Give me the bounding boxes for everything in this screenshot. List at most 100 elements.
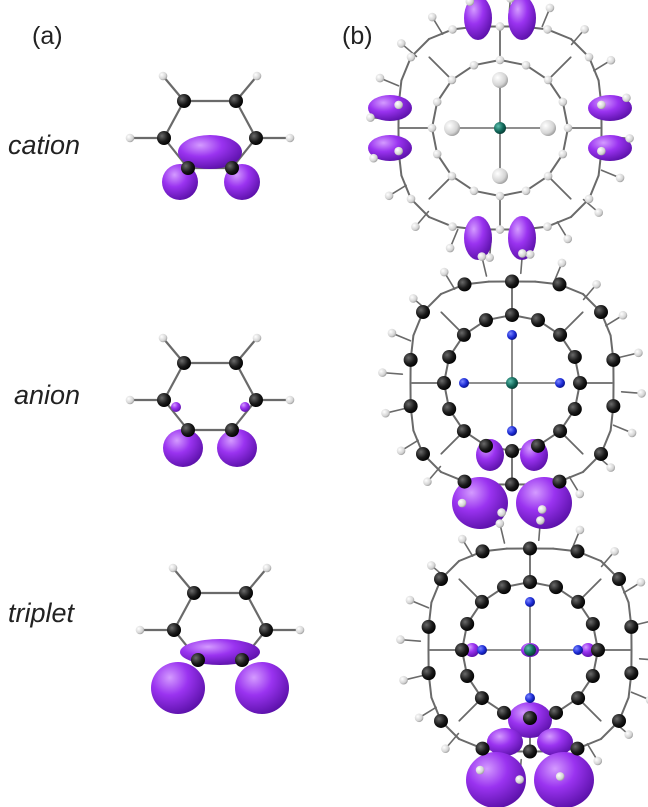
- carbon-atom: [594, 446, 609, 461]
- carbon-atom: [259, 623, 273, 637]
- hydrogen-atom: [432, 97, 442, 107]
- carbon-atom: [531, 313, 546, 328]
- carbon-atom: [585, 669, 600, 684]
- hydrogen-atom: [448, 222, 457, 231]
- row-label-anion: anion: [14, 380, 81, 410]
- isosurface-lobe: [171, 402, 181, 412]
- bond: [234, 361, 258, 402]
- carbon-atom: [225, 161, 239, 175]
- carbon-atom: [505, 444, 519, 458]
- carbon-atom: [403, 352, 418, 367]
- carbon-atom: [567, 402, 582, 417]
- carbon-atom: [457, 474, 472, 489]
- nitrogen-atom: [525, 693, 535, 703]
- hydrogen-atom: [557, 258, 567, 268]
- hydrogen-atom: [394, 100, 403, 110]
- hydrogen-atom: [492, 168, 508, 184]
- isosurface-lobe: [465, 643, 479, 657]
- hydrogen-atom: [497, 508, 506, 517]
- hydrogen-atom: [610, 546, 619, 556]
- hydrogen-atom: [592, 279, 601, 289]
- hydrogen-atom: [625, 134, 634, 143]
- carbon-atom: [570, 544, 585, 559]
- isosurface-lobe: [508, 216, 536, 260]
- hydrogen-atom: [366, 113, 375, 122]
- hydrogen-atom: [636, 577, 646, 587]
- hydrogen-atom: [597, 100, 606, 110]
- isosurface-lobe: [452, 477, 508, 529]
- carbon-atom: [249, 131, 263, 145]
- bond: [431, 100, 439, 129]
- hydrogen-atom: [624, 730, 634, 739]
- bond: [162, 361, 186, 402]
- bond: [450, 64, 475, 81]
- isosurface-lobe: [151, 662, 205, 714]
- hydrogen-atom: [580, 24, 589, 34]
- hydrogen-atom: [447, 75, 457, 85]
- hydrogen-atom: [584, 52, 594, 62]
- hydrogen-atom: [495, 225, 505, 234]
- carbon-atom: [157, 131, 171, 145]
- hydrogen-atom: [405, 595, 415, 605]
- hydrogen-atom: [378, 368, 387, 377]
- hydrogen-atom: [537, 505, 547, 514]
- hydrogen-atom: [394, 146, 403, 156]
- carbon-atom: [456, 327, 471, 342]
- bond: [499, 59, 528, 67]
- bond: [162, 99, 186, 140]
- carbon-atom: [225, 423, 239, 437]
- hydrogen-atom: [555, 772, 565, 781]
- carbon-atom: [249, 393, 263, 407]
- panel-label-a: (a): [32, 22, 63, 50]
- hydrogen-atom: [495, 519, 505, 528]
- carbon-atom: [187, 586, 201, 600]
- hydrogen-atom: [457, 498, 467, 508]
- carbon-atom: [531, 438, 546, 453]
- hydrogen-atom: [506, 0, 515, 3]
- hydrogen-atom: [540, 120, 556, 136]
- hydrogen-atom: [525, 250, 535, 259]
- carbon-atom: [415, 305, 430, 320]
- hydrogen-atom: [369, 153, 378, 163]
- hydrogen-atom: [387, 328, 397, 338]
- carbon-atom: [505, 308, 519, 322]
- nitrogen-atom: [525, 597, 535, 607]
- carbon-atom: [181, 161, 195, 175]
- hydrogen-atom: [543, 171, 553, 181]
- hydrogen-atom: [618, 310, 628, 320]
- hydrogen-atom: [285, 395, 295, 405]
- hydrogen-atom: [575, 525, 585, 535]
- bond: [472, 59, 501, 67]
- hydrogen-atom: [518, 249, 527, 258]
- carbon-atom: [624, 619, 639, 634]
- hydrogen-atom: [465, 0, 475, 6]
- hydrogen-atom: [477, 252, 487, 261]
- hydrogen-atom: [558, 97, 568, 107]
- hydrogen-atom: [606, 55, 616, 65]
- carbon-atom: [496, 705, 511, 720]
- hydrogen-atom: [427, 12, 437, 22]
- hydrogen-atom: [448, 25, 457, 34]
- hydrogen-atom: [285, 133, 295, 143]
- hydrogen-atom: [492, 72, 508, 88]
- hydrogen-atom: [558, 149, 568, 159]
- hydrogen-atom: [396, 446, 406, 456]
- carbon-atom: [505, 274, 519, 289]
- carbon-atom: [594, 305, 609, 320]
- carbon-atom: [549, 705, 564, 720]
- carbon-atom: [606, 399, 621, 414]
- carbon-atom: [573, 376, 587, 390]
- hydrogen-atom: [295, 625, 305, 635]
- hydrogen-atom: [521, 60, 531, 70]
- isosurface-lobe: [178, 135, 242, 169]
- carbon-atom: [157, 393, 171, 407]
- bond: [499, 189, 528, 197]
- hydrogen-atom: [543, 75, 553, 85]
- carbon-atom: [433, 713, 448, 728]
- hydrogen-atom: [396, 39, 406, 48]
- hydrogen-atom: [485, 253, 494, 262]
- carbon-atom: [523, 744, 537, 759]
- hydrogen-atom: [439, 267, 449, 277]
- nitrogen-atom: [555, 378, 565, 388]
- hydrogen-atom: [168, 563, 178, 573]
